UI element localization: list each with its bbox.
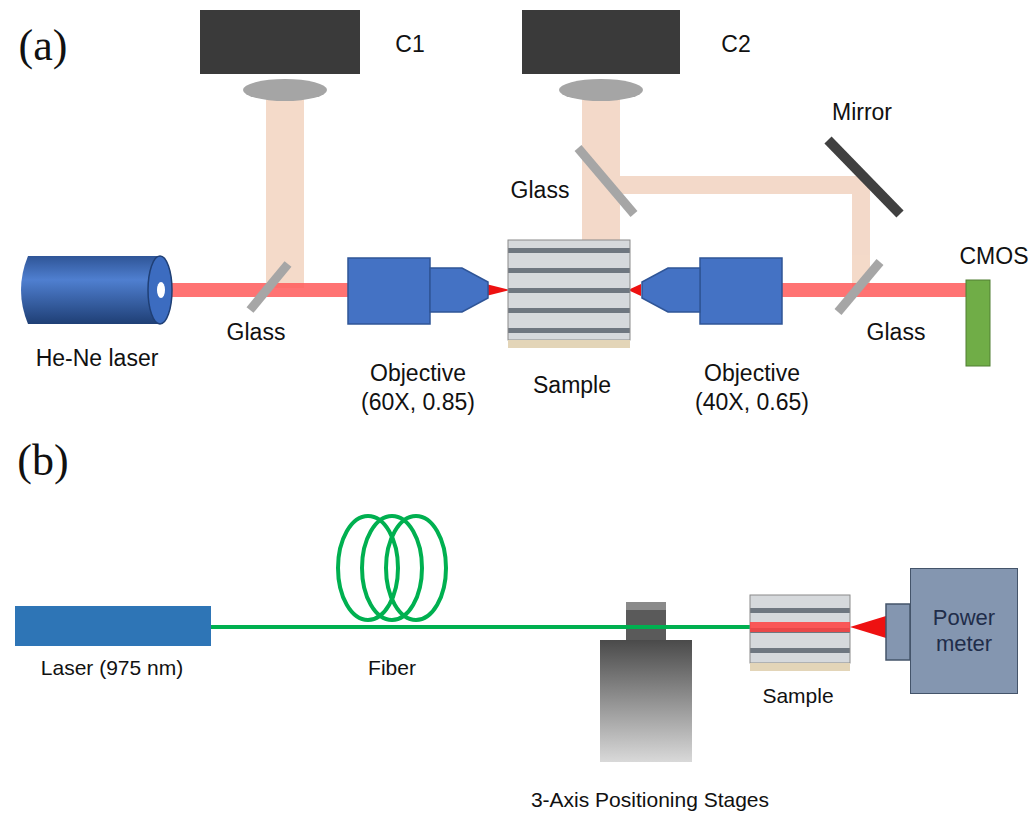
part-label: He-Ne laser bbox=[12, 344, 182, 373]
camera-label: C1 bbox=[380, 30, 440, 59]
part-label: CMOS bbox=[958, 242, 1030, 271]
part-label: 3-Axis Positioning Stages bbox=[500, 787, 800, 813]
he-ne-laser bbox=[21, 256, 172, 324]
panel-label: (b) bbox=[3, 433, 83, 488]
box-label: Power meter bbox=[917, 605, 1011, 658]
part-label: Glass bbox=[505, 176, 575, 205]
camera bbox=[200, 10, 680, 101]
part-label: Glass bbox=[861, 318, 931, 347]
fiber bbox=[211, 516, 750, 627]
part-label: Laser (975 nm) bbox=[12, 655, 212, 681]
laser-975 bbox=[15, 606, 211, 646]
part-label: Objective (60X, 0.85) bbox=[348, 359, 488, 417]
mirror bbox=[828, 140, 900, 214]
panel-label: (a) bbox=[3, 18, 83, 73]
sample bbox=[750, 595, 886, 671]
power-meter-head bbox=[886, 604, 910, 660]
part-label: Glass bbox=[221, 318, 291, 347]
part-label: Fiber bbox=[347, 655, 437, 681]
power-meter-box: Power meter bbox=[910, 568, 1018, 694]
part-label: Sample bbox=[522, 371, 622, 400]
camera-label: C2 bbox=[706, 30, 766, 59]
part-label: Mirror bbox=[817, 98, 907, 127]
cmos-sensor bbox=[966, 280, 990, 366]
sample bbox=[508, 240, 630, 348]
part-label: Sample bbox=[748, 683, 848, 709]
positioning-stage bbox=[600, 602, 750, 762]
part-label: Objective (40X, 0.65) bbox=[682, 359, 822, 417]
